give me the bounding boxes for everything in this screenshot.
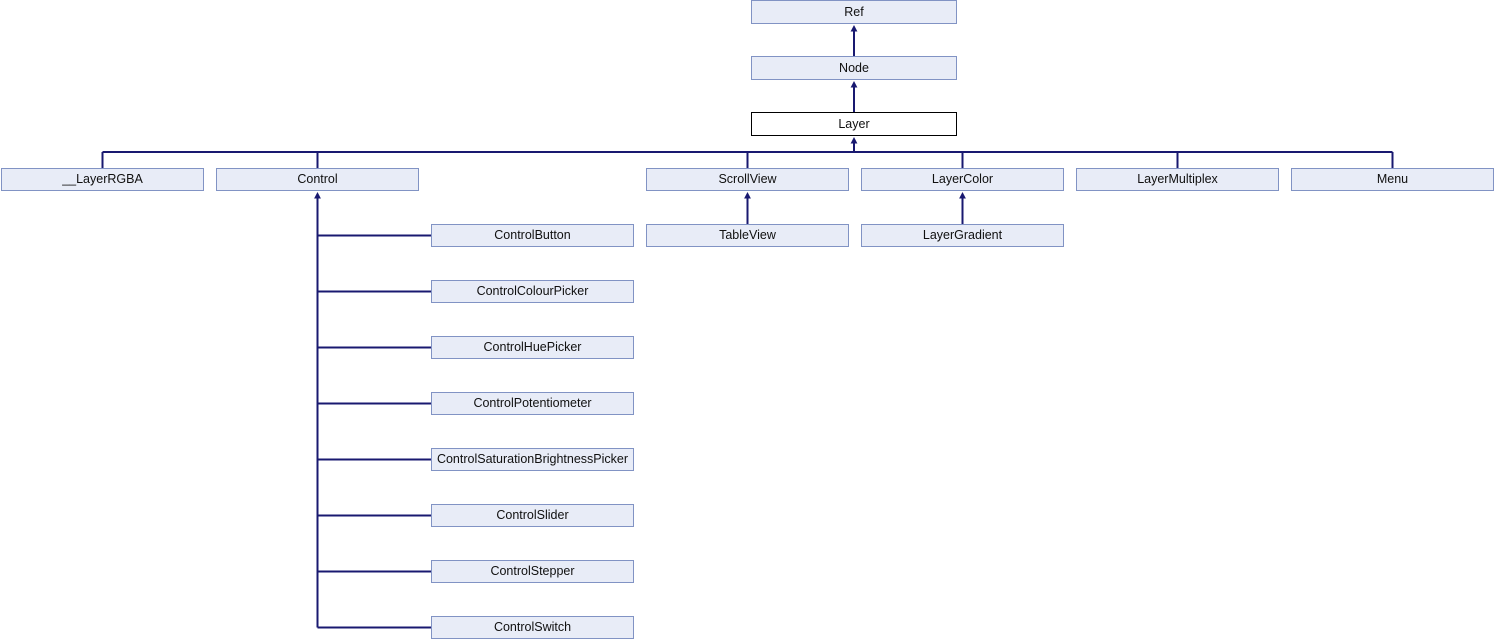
class-node-label: ControlSlider — [496, 508, 569, 523]
class-node-layercolor[interactable]: LayerColor — [861, 168, 1064, 191]
edge-tableview-to-scrollview-arrowhead — [744, 192, 751, 199]
class-node-label: Control — [297, 172, 338, 187]
class-node-label: Menu — [1376, 172, 1409, 187]
class-node-node[interactable]: Node — [751, 56, 957, 80]
class-node-label: ControlButton — [494, 228, 571, 243]
class-node-scrollview[interactable]: ScrollView — [646, 168, 849, 191]
edge-node-to-ref-arrowhead — [850, 25, 858, 32]
class-node-cbutton[interactable]: ControlButton — [431, 224, 634, 247]
class-node-cstepper[interactable]: ControlStepper — [431, 560, 634, 583]
edge-layer-to-node-arrowhead — [850, 81, 858, 88]
class-node-cslider[interactable]: ControlSlider — [431, 504, 634, 527]
class-node-control[interactable]: Control — [216, 168, 419, 191]
class-node-cpot[interactable]: ControlPotentiometer — [431, 392, 634, 415]
class-node-cswitch[interactable]: ControlSwitch — [431, 616, 634, 639]
class-node-label: ControlSwitch — [493, 620, 572, 635]
class-node-label: LayerMultiplex — [1137, 172, 1218, 187]
edge-layergradient-to-layercolor-arrowhead — [959, 192, 966, 199]
class-node-label: ControlStepper — [490, 564, 575, 579]
class-node-label: ControlPotentiometer — [473, 396, 592, 411]
class-node-ref[interactable]: Ref — [751, 0, 957, 24]
class-node-layerrgba[interactable]: __LayerRGBA — [1, 168, 204, 191]
class-node-chue[interactable]: ControlHuePicker — [431, 336, 634, 359]
class-node-tableview[interactable]: TableView — [646, 224, 849, 247]
class-node-label: __LayerRGBA — [62, 172, 143, 187]
edge-layer-bus-arrowhead — [850, 137, 858, 144]
class-node-label: ControlColourPicker — [476, 284, 589, 299]
class-node-menu[interactable]: Menu — [1291, 168, 1494, 191]
class-node-label: ControlSaturationBrightnessPicker — [436, 452, 629, 467]
class-node-label: LayerColor — [931, 172, 994, 187]
class-node-label: ControlHuePicker — [483, 340, 582, 355]
class-node-label: LayerGradient — [922, 228, 1003, 243]
class-node-layer[interactable]: Layer — [751, 112, 957, 136]
class-node-label: Layer — [838, 116, 870, 131]
class-node-label: Node — [839, 60, 869, 75]
class-node-label: TableView — [719, 228, 776, 243]
edge-control-spine-arrowhead — [314, 192, 321, 199]
class-node-layermux[interactable]: LayerMultiplex — [1076, 168, 1279, 191]
class-node-csatbri[interactable]: ControlSaturationBrightnessPicker — [431, 448, 634, 471]
class-node-label: ScrollView — [718, 172, 777, 187]
class-node-ccolour[interactable]: ControlColourPicker — [431, 280, 634, 303]
class-node-layergrad[interactable]: LayerGradient — [861, 224, 1064, 247]
class-node-label: Ref — [844, 4, 864, 19]
